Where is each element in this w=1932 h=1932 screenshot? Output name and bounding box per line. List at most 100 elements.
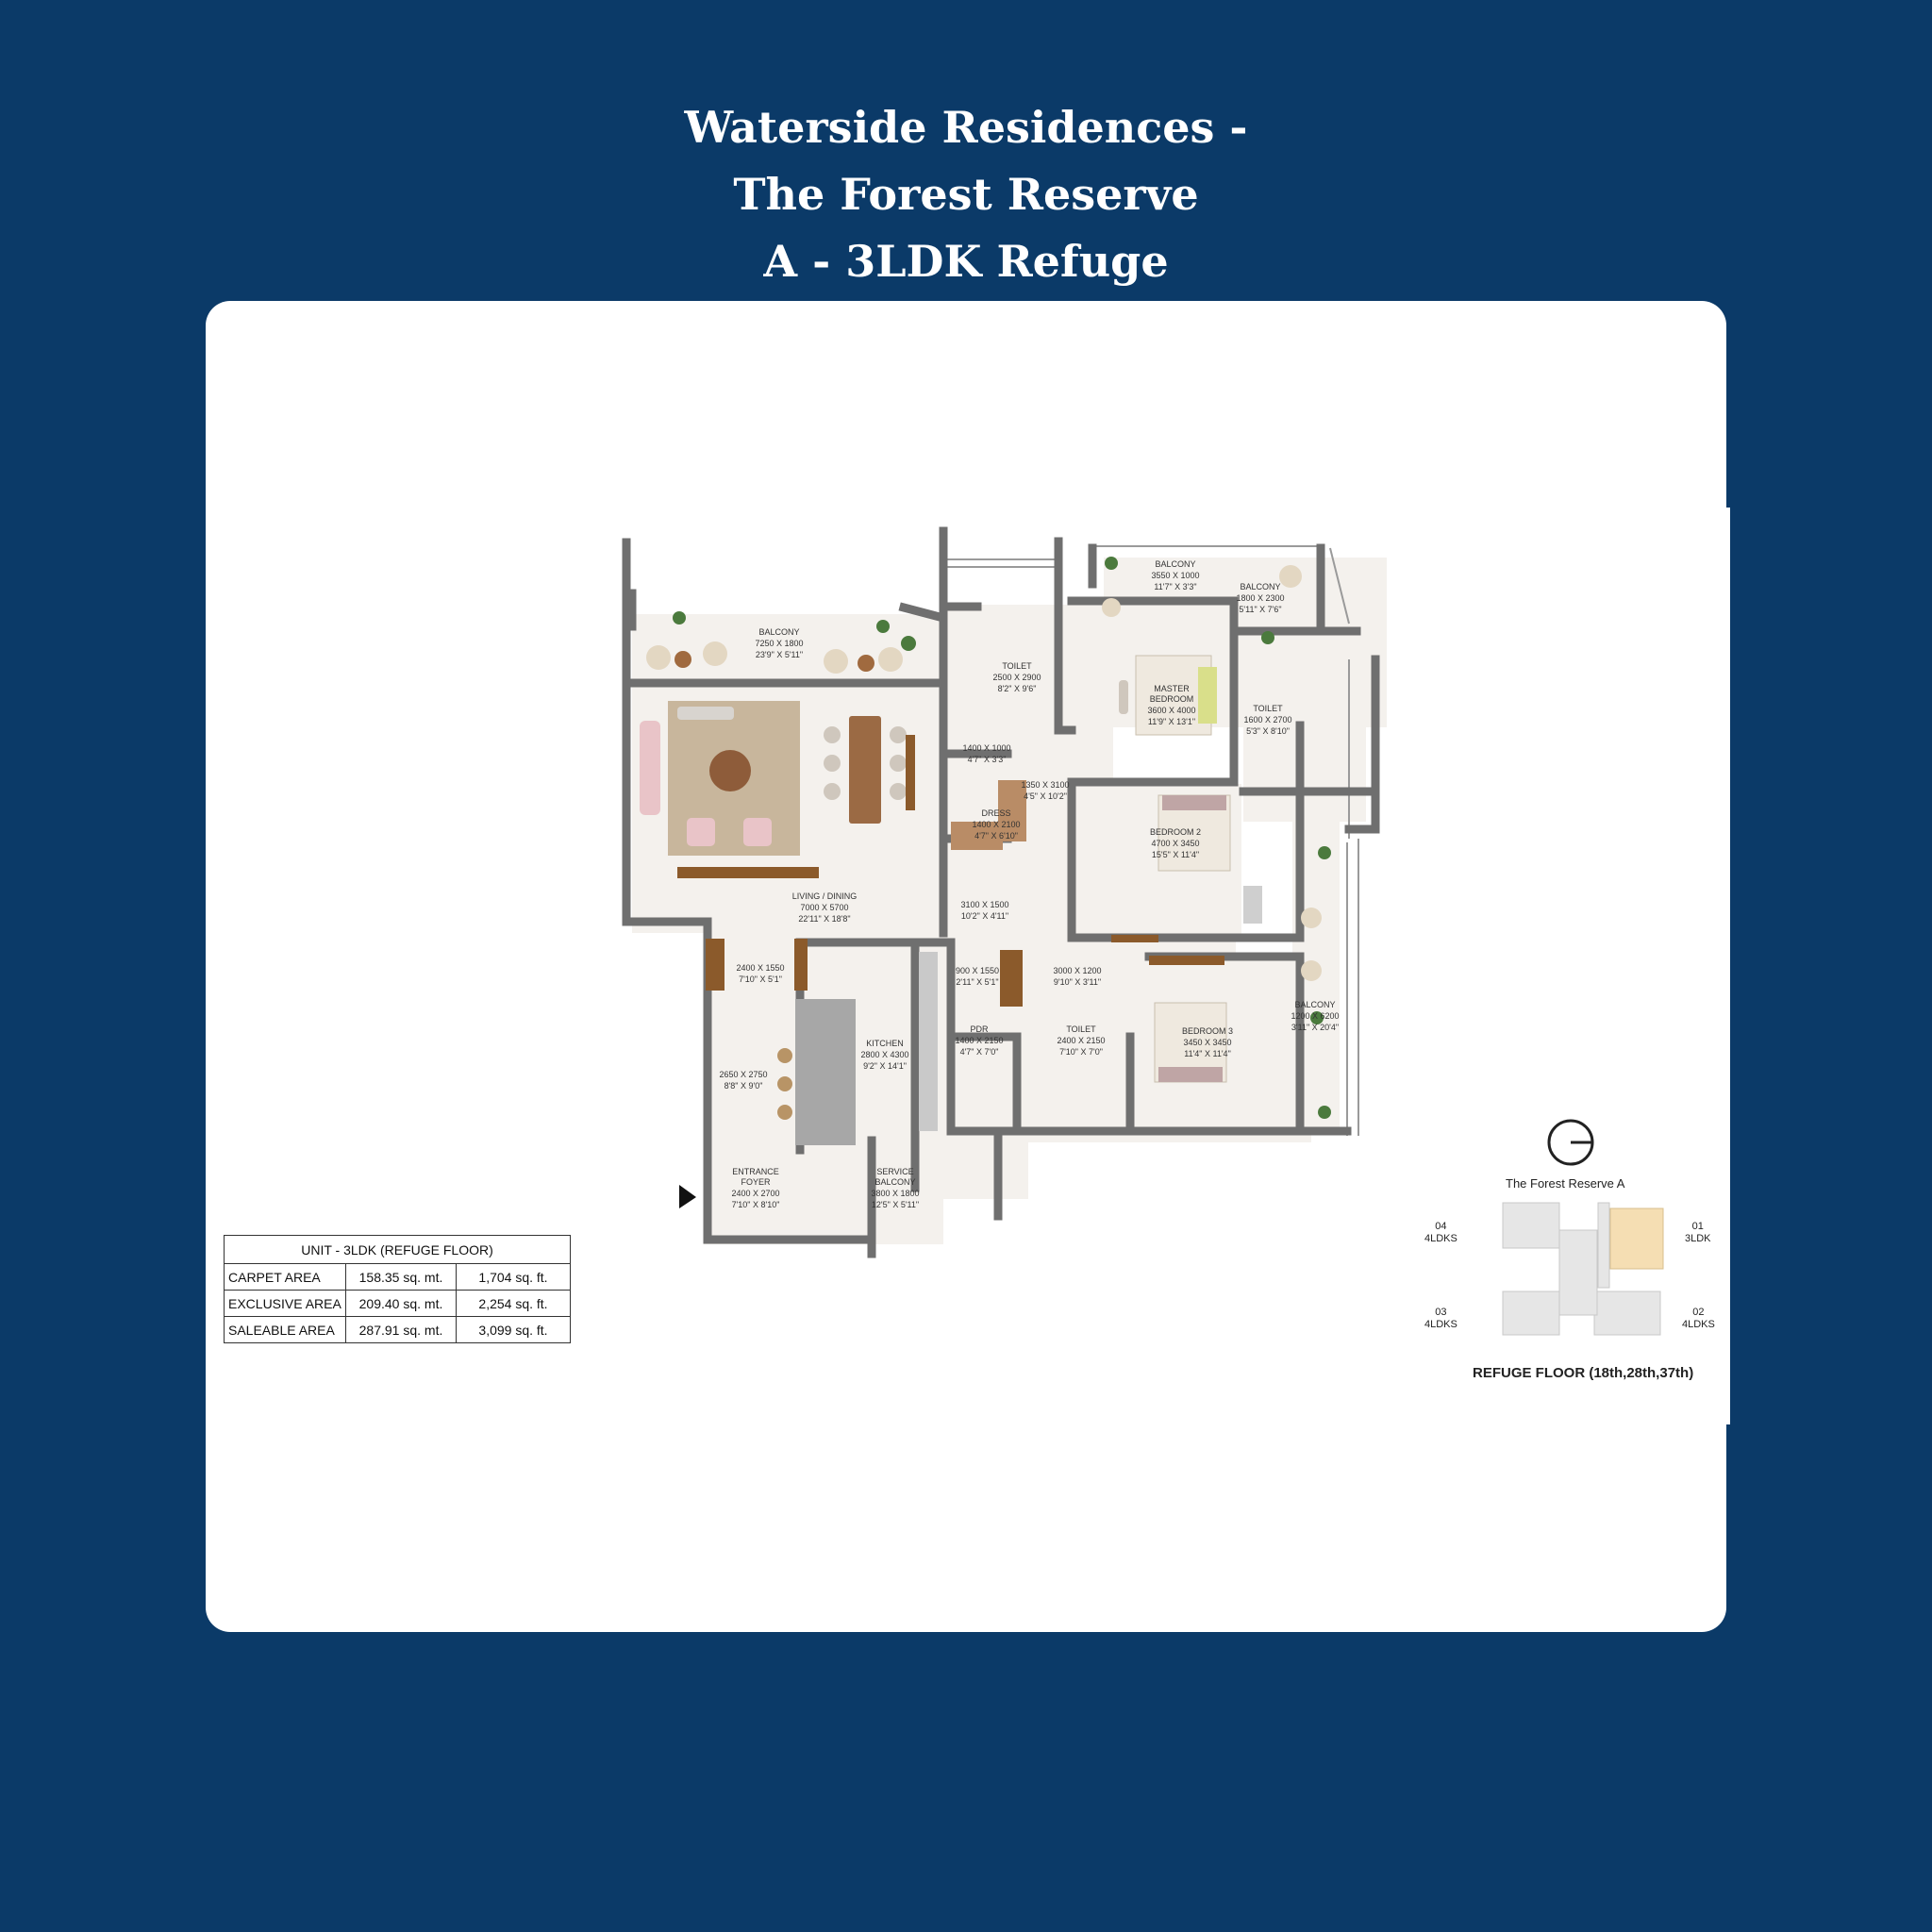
label-kitchen: KITCHEN [866,1039,904,1048]
dims-balcony-living-ft: 23'9" X 5'11" [756,650,803,659]
label-toilet-3: TOILET [1066,1024,1096,1034]
dims-balcony-right-ft: 3'11" X 20'4" [1291,1023,1339,1032]
label-living-dining: LIVING / DINING [792,891,858,901]
area-table: UNIT - 3LDK (REFUGE FLOOR) CARPET AREA 1… [224,1235,571,1343]
table-row: CARPET AREA 158.35 sq. mt. 1,704 sq. ft. [224,1263,571,1291]
balcony-furniture [646,557,1331,1119]
dims-passage-4-mm: 2400 X 1550 [736,963,784,973]
title-line-2: The Forest Reserve [733,169,1199,220]
key-plan-unit-04-number: 04 [1435,1221,1447,1232]
title-line-3: A - 3LDK Refuge [763,236,1169,287]
dims-entrance-foyer-ft: 7'10" X 8'10" [732,1200,780,1209]
dims-pdr-mm: 1400 X 2150 [955,1036,1003,1045]
area-sqft: 2,254 sq. ft. [456,1290,571,1317]
label-bedroom-3: BEDROOM 3 [1182,1026,1233,1036]
dims-kitchen-mm: 2800 X 4300 [860,1050,908,1059]
dims-passage-6-ft: 9'10" X 3'11" [1054,977,1101,987]
key-plan-unit-04: 04 4LDKS [1424,1221,1457,1245]
room-labels: BALCONY 7250 X 1800 23'9" X 5'11" LIVING… [719,559,1339,1209]
dims-passage-1-mm: 1400 X 1000 [962,743,1010,753]
dims-toilet-2-mm: 1600 X 2700 [1243,715,1291,724]
label-service-balcony-1: SERVICE [876,1167,913,1176]
label-master-bedroom-2: BEDROOM [1150,694,1194,704]
dims-toilet-1-ft: 8'2" X 9'6" [998,684,1037,693]
area-sqm: 287.91 sq. mt. [345,1316,457,1343]
dims-toilet-3-ft: 7'10" X 7'0" [1059,1047,1103,1057]
key-plan-unit-02-number: 02 [1692,1307,1705,1318]
dims-master-bedroom-mm: 3600 X 4000 [1147,706,1195,715]
area-label: EXCLUSIVE AREA [224,1290,346,1317]
label-balcony-living: BALCONY [758,627,799,637]
dims-passage-2-ft: 4'5" X 10'2" [1024,791,1067,801]
dims-service-balcony-mm: 3800 X 1800 [871,1189,919,1198]
dims-toilet-1-mm: 2500 X 2900 [992,673,1041,682]
dims-balcony-living-mm: 7250 X 1800 [755,639,803,648]
label-bedroom-2: BEDROOM 2 [1150,827,1201,837]
room-furniture [706,655,1262,1145]
key-plan-unit-02: 02 4LDKS [1682,1307,1715,1331]
key-plan [1502,1119,1664,1336]
card-edge-line [1726,508,1730,1424]
key-plan-unit-03: 03 4LDKS [1424,1307,1457,1331]
dims-balcony-top-mm: 3550 X 1000 [1151,571,1199,580]
label-entrance-foyer-2: FOYER [741,1177,771,1187]
key-plan-unit-02-type: 4LDKS [1682,1319,1715,1330]
key-plan-building [1502,1202,1664,1336]
dims-bedroom-3-mm: 3450 X 3450 [1183,1038,1231,1047]
dims-bedroom-3-ft: 11'4" X 11'4" [1184,1049,1231,1058]
label-dress: DRESS [981,808,1010,818]
key-plan-unit-01-type: 3LDK [1685,1233,1711,1244]
key-plan-unit-01-number: 01 [1691,1221,1704,1232]
area-label: CARPET AREA [224,1263,346,1291]
key-plan-unit-04-type: 4LDKS [1424,1233,1457,1244]
dims-dining-extension-mm: 2650 X 2750 [719,1070,767,1079]
dims-balcony-top-right-mm: 1800 X 2300 [1236,593,1284,603]
dims-balcony-top-right-ft: 5'11" X 7'6" [1239,605,1281,614]
label-pdr: PDR [970,1024,989,1034]
area-sqft: 1,704 sq. ft. [456,1263,571,1291]
dims-living-dining-mm: 7000 X 5700 [800,903,848,912]
label-master-bedroom-1: MASTER [1154,684,1190,693]
dims-master-bedroom-ft: 11'9" X 13'1" [1148,717,1195,726]
dims-toilet-3-mm: 2400 X 2150 [1057,1036,1105,1045]
label-balcony-top: BALCONY [1155,559,1195,569]
dims-kitchen-ft: 9'2" X 14'1" [863,1061,907,1071]
table-row: EXCLUSIVE AREA 209.40 sq. mt. 2,254 sq. … [224,1290,571,1317]
dims-passage-5-mm: 900 X 1550 [956,966,999,975]
dims-passage-3-ft: 10'2" X 4'11" [961,911,1008,921]
area-label: SALEABLE AREA [224,1316,346,1343]
dims-balcony-top-ft: 11'7" X 3'3" [1154,582,1196,591]
label-balcony-right: BALCONY [1294,1000,1335,1009]
dims-passage-4-ft: 7'10" X 5'1" [739,974,782,984]
dims-dining-extension-ft: 8'8" X 9'0" [724,1081,763,1091]
dims-bedroom-2-mm: 4700 X 3450 [1151,839,1199,848]
dims-service-balcony-ft: 12'5" X 5'11" [872,1200,919,1209]
dims-pdr-ft: 4'7" X 7'0" [960,1047,999,1057]
dims-dress-mm: 1400 X 2100 [972,820,1020,829]
floor-plan-card: BALCONY 7250 X 1800 23'9" X 5'11" LIVING… [206,301,1726,1632]
area-sqm: 158.35 sq. mt. [345,1263,457,1291]
key-plan-unit-03-number: 03 [1435,1307,1447,1318]
area-sqft: 3,099 sq. ft. [456,1316,571,1343]
dims-passage-5-ft: 2'11" X 5'1" [956,977,998,987]
dims-dress-ft: 4'7" X 6'10" [974,831,1018,841]
label-entrance-foyer-1: ENTRANCE [732,1167,779,1176]
living-furniture [640,701,915,878]
key-plan-unit-01: 01 3LDK [1685,1221,1711,1245]
dims-passage-1-ft: 4'7" X 3'3" [968,755,1007,764]
label-toilet-2: TOILET [1253,704,1283,713]
label-service-balcony-2: BALCONY [874,1177,915,1187]
dims-entrance-foyer-mm: 2400 X 2700 [731,1189,779,1198]
dims-bedroom-2-ft: 15'5" X 11'4" [1152,850,1199,859]
key-plan-unit-03-type: 4LDKS [1424,1319,1457,1330]
page-title: Waterside Residences - The Forest Reserv… [0,94,1932,295]
area-table-header: UNIT - 3LDK (REFUGE FLOOR) [224,1235,571,1264]
floor-plan: BALCONY 7250 X 1800 23'9" X 5'11" LIVING… [622,526,1664,1336]
dims-balcony-right-mm: 1200 X 6200 [1291,1011,1339,1021]
label-balcony-top-right: BALCONY [1240,582,1280,591]
dims-toilet-2-ft: 5'3" X 8'10" [1246,726,1290,736]
dims-passage-2-mm: 1350 X 3100 [1021,780,1069,790]
area-sqm: 209.40 sq. mt. [345,1290,457,1317]
dims-living-dining-ft: 22'11" X 18'8" [798,914,850,924]
title-line-1: Waterside Residences - [684,102,1248,153]
